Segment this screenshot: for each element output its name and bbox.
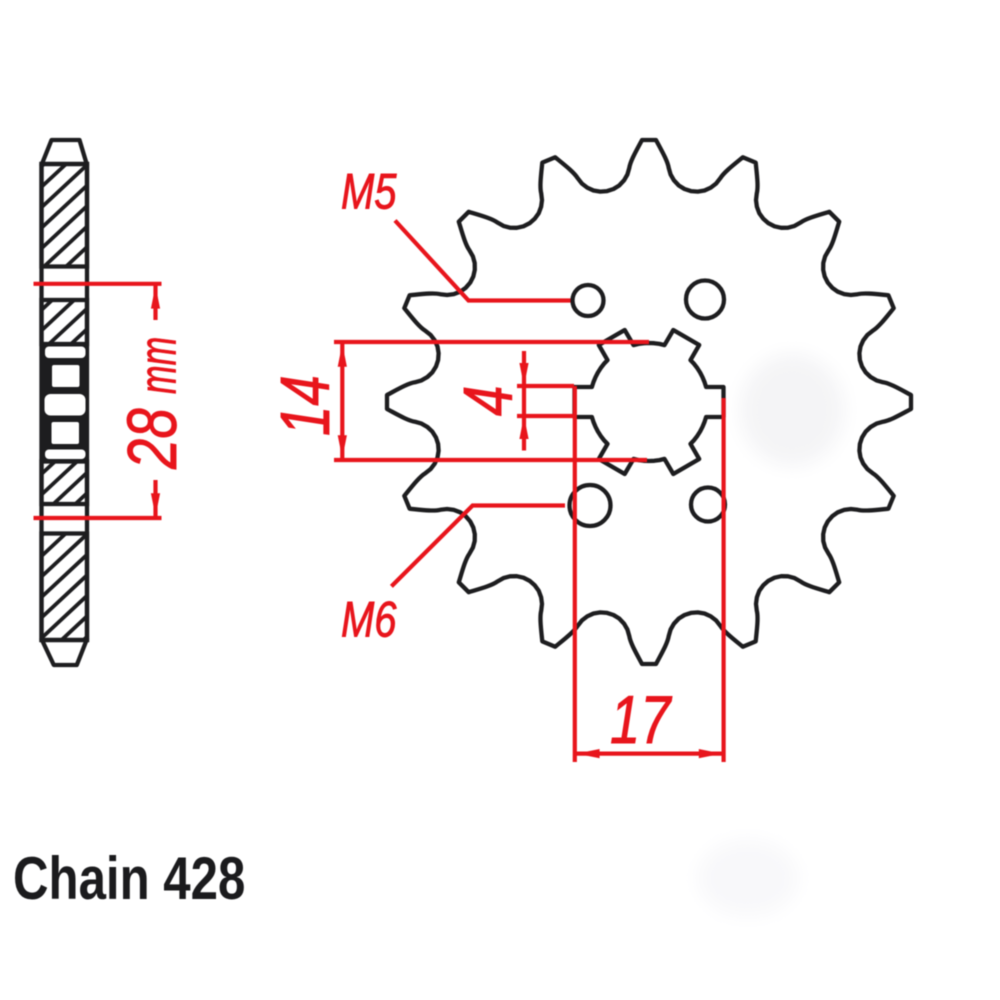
svg-text:17: 17 xyxy=(610,682,673,758)
svg-text:Chain 428: Chain 428 xyxy=(13,844,245,912)
svg-text:mm: mm xyxy=(129,337,187,394)
svg-text:28: 28 xyxy=(114,408,192,470)
svg-text:14: 14 xyxy=(267,375,345,436)
svg-text:4: 4 xyxy=(450,386,528,416)
svg-text:M5: M5 xyxy=(341,163,397,219)
svg-text:M6: M6 xyxy=(341,591,397,647)
